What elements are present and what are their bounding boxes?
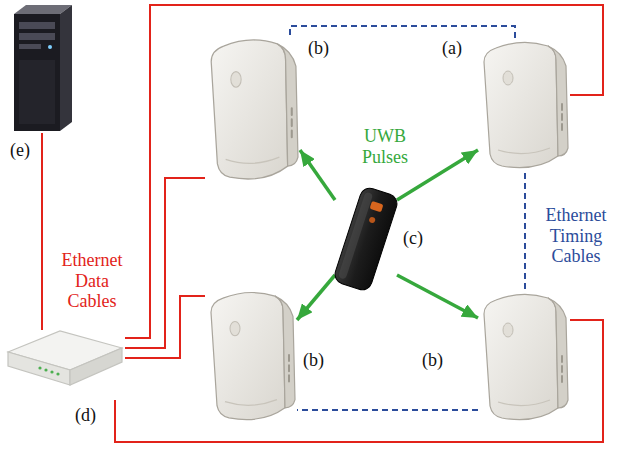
callout-letter: (e) xyxy=(10,140,30,161)
port-led xyxy=(44,368,47,371)
tag-button xyxy=(368,216,376,224)
uwb-pulse-arrow xyxy=(297,275,335,320)
uwb-pulse-arrow xyxy=(300,150,335,200)
port-led xyxy=(56,372,59,375)
cable-label: Ethernet Timing Cables xyxy=(534,205,618,267)
tag-button xyxy=(370,201,384,212)
uwb-sensor xyxy=(484,42,568,167)
drive-bay xyxy=(19,22,55,29)
switch-front xyxy=(8,352,70,385)
ethernet-data-cable xyxy=(125,296,205,358)
uwb-pulse-arrow xyxy=(397,275,478,318)
master-sensor-node: (a) xyxy=(478,38,570,173)
callout-letter: (b) xyxy=(422,350,443,371)
server-front xyxy=(14,14,60,131)
ethernet-timing-cable xyxy=(297,409,478,411)
callout-letter: (a) xyxy=(442,38,462,59)
callout-letter: (d) xyxy=(75,405,96,426)
port-led xyxy=(50,370,53,373)
uwb-sensor xyxy=(211,293,295,420)
power-led xyxy=(48,45,52,49)
switch-node: (d) xyxy=(5,330,125,400)
cable-label: Ethernet Data Cables xyxy=(50,250,134,312)
signal-label: UWB Pulses xyxy=(345,126,425,167)
server-grille xyxy=(19,60,55,124)
sensor-node: (b) xyxy=(478,290,570,425)
server-tower xyxy=(14,5,72,131)
switch-side xyxy=(70,348,122,385)
server-node: (e) xyxy=(8,5,72,133)
uwb-sensor xyxy=(484,294,568,419)
ethernet-timing-cable xyxy=(290,26,515,38)
callout-letter: (b) xyxy=(303,350,324,371)
uwb-tag xyxy=(332,186,399,293)
callout-letter: (c) xyxy=(403,228,423,249)
connector-group xyxy=(42,5,603,442)
server-side xyxy=(60,5,72,131)
drive-bay xyxy=(19,44,41,49)
callout-letter: (b) xyxy=(308,38,329,59)
tag-node: (c) xyxy=(335,178,397,300)
ethernet-timing-cable xyxy=(524,173,526,290)
tag-body xyxy=(332,186,399,293)
tag-highlight xyxy=(338,192,373,280)
ethernet-data-cable xyxy=(125,178,205,348)
drive-bay xyxy=(19,33,55,40)
ethernet-data-cable xyxy=(125,5,603,338)
uwb-sensor xyxy=(211,40,298,179)
ethernet-data-cable xyxy=(41,133,43,330)
sensor-node: (b) xyxy=(205,35,300,185)
port-led xyxy=(38,366,41,369)
sensor-node: (b) xyxy=(205,288,297,425)
network-switch xyxy=(8,331,122,385)
uwb-pulse-arrow xyxy=(397,150,478,200)
